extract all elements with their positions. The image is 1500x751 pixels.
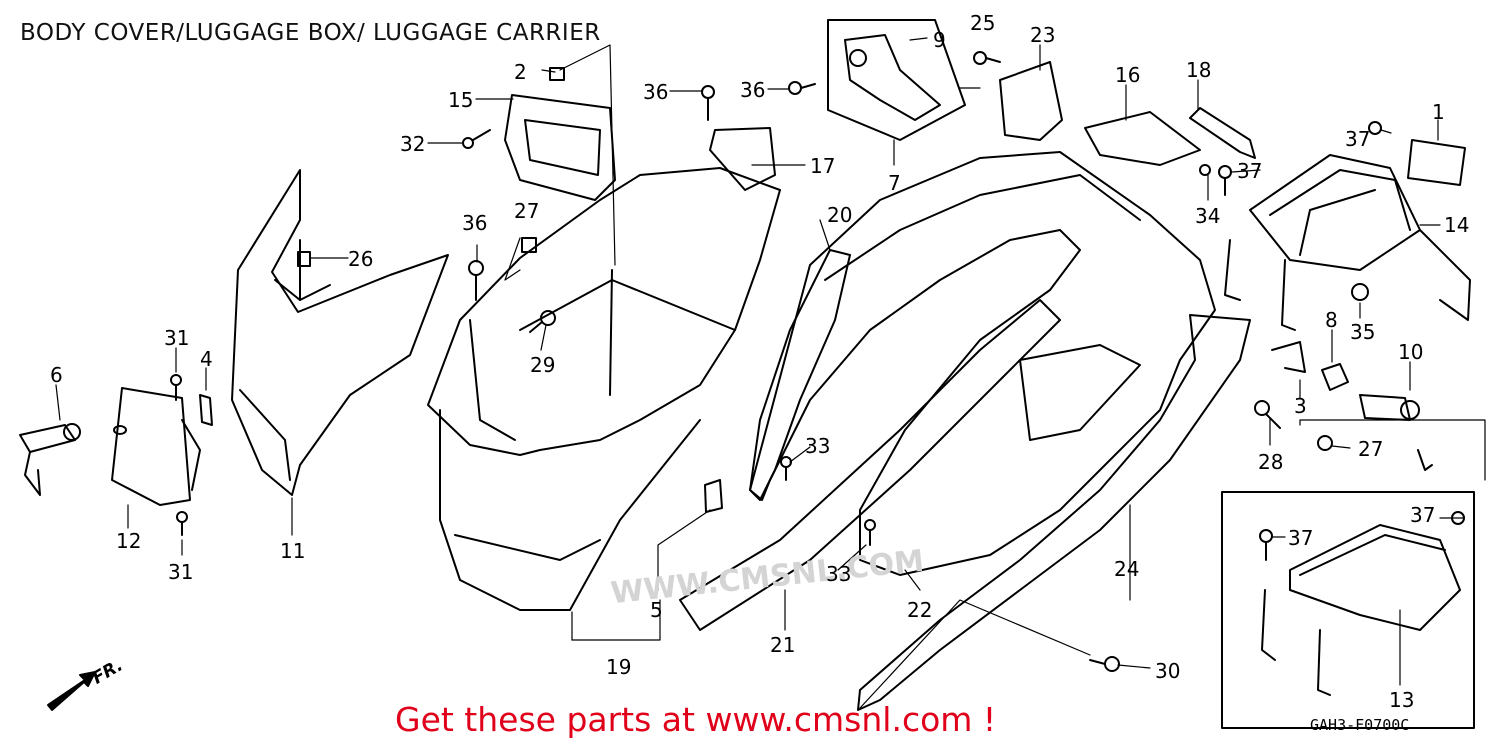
part-label-10: 10 [1398, 340, 1424, 364]
side-skirt [857, 314, 1251, 711]
body-cover [749, 151, 1216, 576]
part-label-37-c: 37 [1288, 526, 1314, 550]
bolt-25 [973, 51, 1001, 65]
part-label-14: 14 [1444, 213, 1470, 237]
front-inner-cover [231, 169, 449, 496]
bolt-27 [1317, 435, 1333, 451]
part-label-15: 15 [448, 88, 474, 112]
clip-27 [521, 237, 537, 253]
part-label-36-b: 36 [740, 78, 766, 102]
carrier-box [1221, 491, 1475, 729]
part-label-33-bottom: 33 [826, 562, 852, 586]
part-label-31-bottom: 31 [168, 560, 194, 584]
small-lid [111, 387, 191, 506]
part-label-9: 9 [933, 28, 946, 52]
part-label-7: 7 [888, 171, 901, 195]
part-label-36-c: 36 [462, 211, 488, 235]
bolt-28 [1254, 400, 1281, 429]
part-label-32: 32 [400, 132, 426, 156]
part-label-8: 8 [1325, 308, 1338, 332]
grommet [1321, 363, 1349, 391]
clip [1271, 341, 1306, 373]
rubber-pad [1407, 139, 1466, 186]
center-panel [1084, 111, 1201, 166]
part-label-37-b: 37 [1237, 159, 1263, 183]
bolt-34 [1199, 164, 1211, 176]
part-label-37-a: 37 [1345, 127, 1371, 151]
clip-5 [704, 479, 723, 513]
bolt-37-b [1218, 165, 1232, 196]
key-set-left [19, 423, 81, 496]
part-label-3: 3 [1294, 394, 1307, 418]
hook-bracket [504, 94, 616, 201]
promo-link[interactable]: Get these parts at www.cmsnl.com ! [395, 700, 997, 739]
bolt-36-a [701, 85, 715, 121]
clip-4 [199, 394, 213, 426]
bolt-29 [529, 310, 556, 333]
part-label-2: 2 [514, 60, 527, 84]
part-label-34: 34 [1195, 204, 1221, 228]
part-label-36-a: 36 [643, 80, 669, 104]
part-label-11: 11 [280, 539, 306, 563]
screw-31-b [176, 511, 188, 536]
part-label-33-top: 33 [805, 434, 831, 458]
part-label-30: 30 [1155, 659, 1181, 683]
diagram-code: GAH3-F0700C [1310, 716, 1410, 734]
part-label-24: 24 [1114, 557, 1140, 581]
part-label-28: 28 [1258, 450, 1284, 474]
floor-rail [679, 299, 1061, 631]
part-label-26: 26 [348, 247, 374, 271]
bolt-36-b [788, 81, 816, 95]
part-label-6: 6 [50, 363, 63, 387]
part-label-5: 5 [650, 598, 663, 622]
clip-26 [297, 251, 311, 267]
part-label-12: 12 [116, 529, 142, 553]
diagram-title: BODY COVER/LUGGAGE BOX/ LUGGAGE CARRIER [20, 20, 601, 46]
screw-31-a [170, 374, 182, 401]
bolt-35 [1351, 283, 1369, 301]
part-label-13: 13 [1389, 688, 1415, 712]
latch-frame [827, 19, 966, 141]
small-cap [709, 127, 776, 191]
part-label-21: 21 [770, 633, 796, 657]
bolt-37-a [1368, 121, 1382, 135]
part-label-25: 25 [970, 11, 996, 35]
part-label-18: 18 [1186, 58, 1212, 82]
bolt-30 [1089, 656, 1120, 672]
part-label-29: 29 [530, 353, 556, 377]
part-label-4: 4 [200, 347, 213, 371]
part-label-20: 20 [827, 203, 853, 227]
luggage-carrier-bottom [1289, 524, 1461, 631]
left-rail [749, 249, 851, 501]
screw-33-a [780, 456, 792, 481]
screw-33-b [864, 519, 876, 546]
part-label-37-d: 37 [1410, 503, 1436, 527]
part-label-27-right: 27 [1358, 437, 1384, 461]
part-label-27-top: 27 [514, 199, 540, 223]
bolt-36-c [468, 260, 484, 301]
direction-arrow [47, 671, 96, 711]
part-label-22: 22 [907, 598, 933, 622]
part-label-23: 23 [1030, 23, 1056, 47]
bolt-37-c [1259, 529, 1273, 561]
part-label-16: 16 [1115, 63, 1141, 87]
part-label-35: 35 [1350, 320, 1376, 344]
part-label-1: 1 [1432, 100, 1445, 124]
part-label-17: 17 [810, 154, 836, 178]
part-label-19: 19 [606, 655, 632, 679]
screw-32 [462, 129, 491, 149]
grab-cap [999, 61, 1063, 141]
luggage-box [427, 167, 781, 456]
part-label-31-top: 31 [164, 326, 190, 350]
